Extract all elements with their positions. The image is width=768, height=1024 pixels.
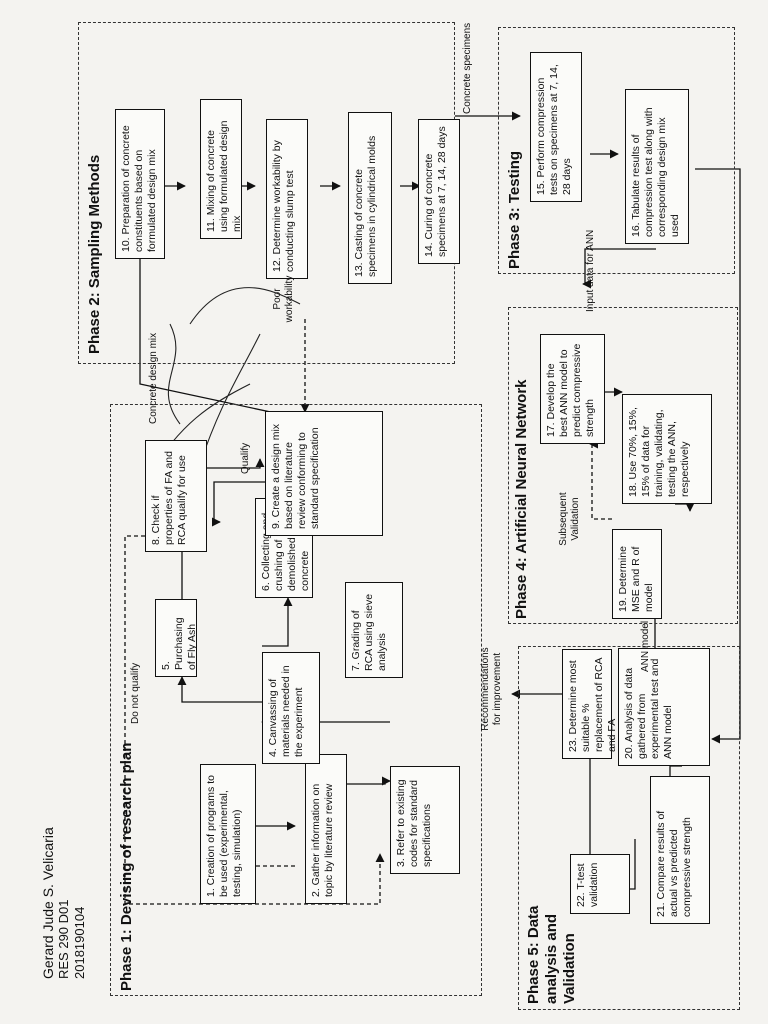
label-recommendations: Recommendations for improvement <box>480 647 503 731</box>
arrow-19-to-17-validation <box>589 439 612 520</box>
author-name: Gerard Jude S. Velicaria <box>40 827 56 979</box>
scribble-marks <box>149 287 301 475</box>
id-number: 2018190104 <box>72 906 87 979</box>
step-21-box: 21. Compare results of actual vs predict… <box>650 776 710 924</box>
arrow-8-to-9 <box>185 458 265 469</box>
step-14-box: 14. Curing of concrete specimens at 7, 1… <box>418 119 460 264</box>
label-poor-workability: Poor workability <box>272 275 295 323</box>
step-18-box: 18. Use 70%, 15%, 15% of data for traini… <box>622 394 712 504</box>
step-22-box: 22. T-test validation <box>570 854 630 914</box>
step-23-box: 23. Determine most suitable % replacemen… <box>562 649 618 759</box>
step-7-box: 7. Grading of RCA using sieve analysis <box>345 582 403 678</box>
arrow-16-to-17 <box>582 248 656 289</box>
step-20-box: 20. Analysis of data gathered from exper… <box>618 648 710 766</box>
step-10-box: 10. Preparation of concrete constituents… <box>115 109 165 259</box>
step-1-box: 1. Creation of programs to be used (expe… <box>200 764 256 904</box>
label-do-not-qualify: Do not qualify <box>130 662 141 724</box>
step-16-box: 16. Tabulate results of compression test… <box>625 89 689 244</box>
phase-3-title: Phase 3: Testing <box>506 150 523 269</box>
label-qualify: Qualify <box>240 442 251 474</box>
step-17-box: 17. Develop the best ANN model to predic… <box>540 334 605 444</box>
arrow-16-to-20 <box>695 168 741 744</box>
step-3-box: 3. Refer to existing codes for standard … <box>390 766 460 874</box>
arrow-7-to-8 <box>211 481 302 527</box>
step-11-box: 11. Mixing of concrete using formulated … <box>200 99 243 239</box>
step-15-box: 15. Perform compression tests on specime… <box>530 52 582 202</box>
course-code: RES 290 D01 <box>56 899 71 980</box>
phase-2-title: Phase 2: Sampling Methods <box>86 154 103 354</box>
phase-4-title: Phase 4: Artificial Neural Network <box>513 379 530 619</box>
arrow-18-to-19 <box>675 502 695 512</box>
label-subsequent-validation: Subsequent Validation <box>558 492 581 546</box>
arrow-2-to-3 <box>315 776 391 786</box>
step-9-box: 9. Create a design mix based on literatu… <box>265 411 383 536</box>
step-19-box: 19. Determine MSE and R of model <box>612 529 662 619</box>
label-ann-model: ANN model <box>640 620 651 672</box>
arrow-4-to-5 <box>177 676 262 703</box>
arrow-4-to-6 <box>262 597 293 647</box>
step-5-box: 5. Purchasing of Fly Ash <box>155 599 198 677</box>
label-concrete-specimens: Concrete specimens <box>462 22 473 114</box>
label-input-data-for-ann: Input data for ANN <box>585 229 596 312</box>
step-4-box: 4. Canvassing of materials needed in the… <box>262 652 320 764</box>
step-12-box: 12. Determine workability by conducting … <box>266 119 308 279</box>
author-header: Gerard Jude S. Velicaria RES 290 D01 201… <box>40 749 88 979</box>
arrow-8-do-not-qualify <box>124 535 385 905</box>
step-8-box: 8. Check if properties of FA and RCA qua… <box>145 440 207 552</box>
step-13-box: 13. Casting of concrete specimens in cyl… <box>348 112 392 284</box>
label-concrete-design-mix: Concrete design mix <box>148 332 159 424</box>
step-2-box: 2. Gather information on topic by litera… <box>305 754 347 904</box>
